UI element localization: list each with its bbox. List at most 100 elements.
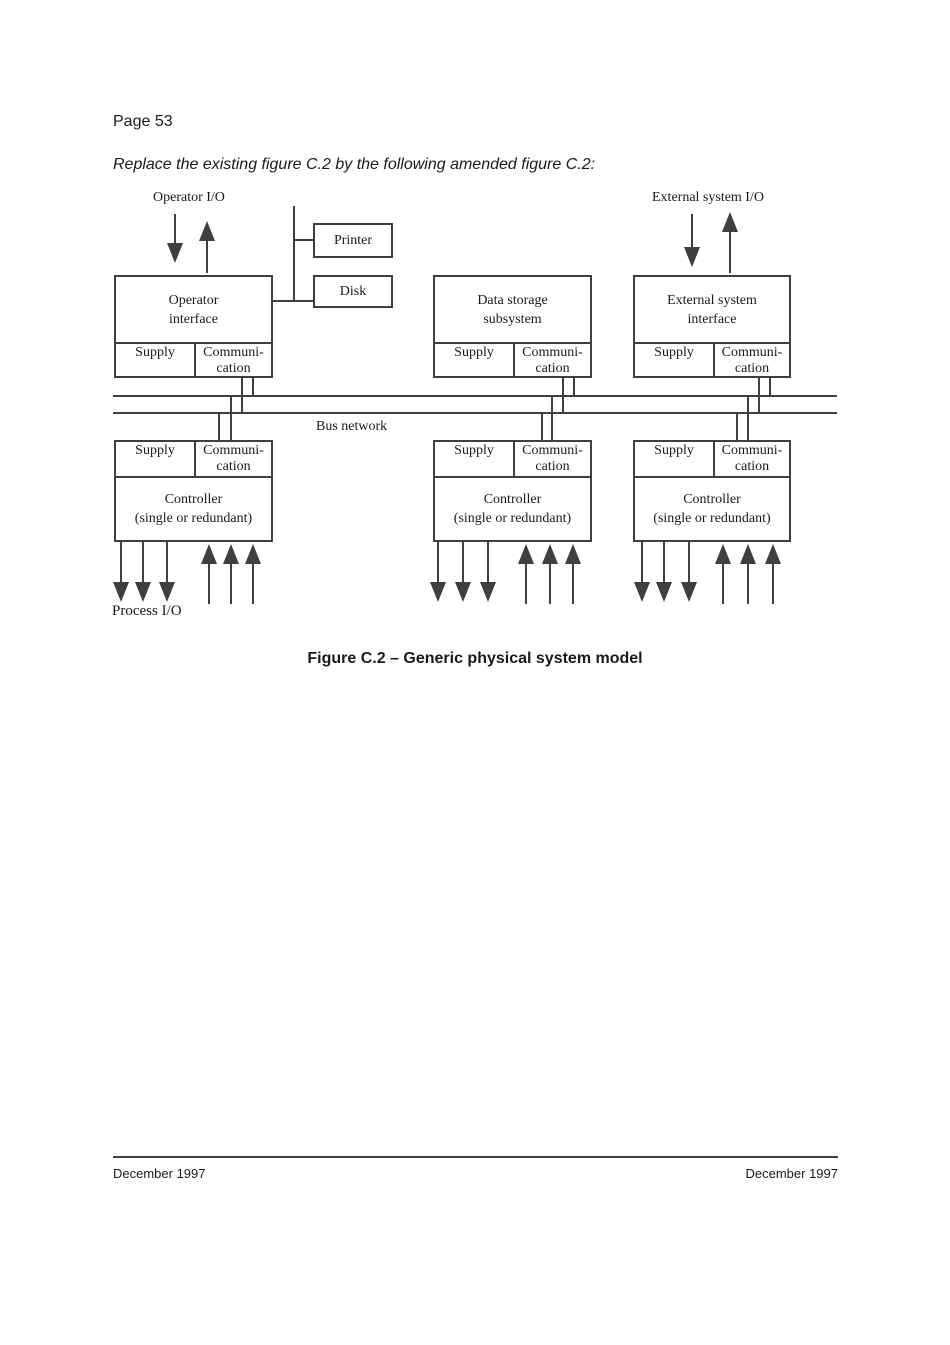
process-input-arrow-icon xyxy=(765,544,781,604)
communication-cell: Communi- cation xyxy=(196,344,271,377)
unit-title-line: Data storage xyxy=(477,292,548,308)
communication-line: cation xyxy=(734,459,770,474)
process-io-label: Process I/O xyxy=(112,603,182,619)
bus-tap xyxy=(562,377,564,413)
communication-line: cation xyxy=(535,361,570,376)
supply-cell: Supply xyxy=(635,344,715,376)
footer-date-left: December 1997 xyxy=(113,1166,206,1181)
bus-tap xyxy=(218,413,220,440)
communication-cell: Communi- cation xyxy=(196,442,271,475)
unit-title-line: (single or redundant) xyxy=(653,511,771,526)
operator-io-down-arrow-icon xyxy=(167,214,183,263)
data-storage-title: Data storage subsystem xyxy=(435,277,590,342)
disk-box: Disk xyxy=(313,275,393,308)
disk-label: Disk xyxy=(339,283,367,299)
communication-line: cation xyxy=(216,361,251,376)
bus-line-1 xyxy=(113,395,837,397)
supply-cell: Supply xyxy=(116,344,196,376)
communication-line: Communi- xyxy=(522,443,583,458)
printer-label: Printer xyxy=(333,232,373,248)
unit-title-line: Controller xyxy=(164,492,223,507)
peripheral-bus-line xyxy=(293,206,295,302)
bus-tap xyxy=(747,396,749,440)
supply-cell: Supply xyxy=(435,344,515,376)
unit-title-line: (single or redundant) xyxy=(134,511,253,526)
unit-subsystem-row: Supply Communi- cation xyxy=(116,342,271,376)
footer-rule xyxy=(113,1156,838,1158)
external-io-label: External system I/O xyxy=(652,190,764,205)
unit-title-line: Controller xyxy=(483,492,542,507)
printer-box: Printer xyxy=(313,223,393,258)
process-input-arrow-icon xyxy=(740,544,756,604)
operator-interface-title: Operator interface xyxy=(116,277,271,342)
communication-cell: Communi- cation xyxy=(715,442,789,475)
process-input-arrow-icon xyxy=(201,544,217,604)
external-interface-box: External system interface Supply Communi… xyxy=(633,275,791,378)
process-input-arrow-icon xyxy=(223,544,239,604)
external-io-up-arrow-icon xyxy=(722,212,738,273)
process-input-arrow-icon xyxy=(245,544,261,604)
controller-box-right: Supply Communi- cation Controller (singl… xyxy=(633,440,791,542)
process-input-arrow-icon xyxy=(565,544,581,604)
figure-caption: Figure C.2 – Generic physical system mod… xyxy=(307,650,643,667)
supply-cell: Supply xyxy=(435,442,515,476)
data-storage-box: Data storage subsystem Supply Communi- c… xyxy=(433,275,592,378)
unit-subsystem-row: Supply Communi- cation xyxy=(635,442,789,478)
controller-box-middle: Supply Communi- cation Controller (singl… xyxy=(433,440,592,542)
unit-title-line: subsystem xyxy=(483,311,542,327)
footer-date-right: December 1997 xyxy=(745,1166,839,1181)
bus-tap xyxy=(541,413,543,440)
bus-tap xyxy=(573,377,575,396)
communication-line: Communi- xyxy=(203,443,264,458)
process-output-arrow-icon xyxy=(455,540,471,602)
instruction-text: Replace the existing figure C.2 by the f… xyxy=(113,156,596,173)
controller-title: Controller (single or redundant) xyxy=(116,478,271,540)
unit-title-line: External system xyxy=(667,292,757,308)
process-output-arrow-icon xyxy=(480,540,496,602)
printer-connector-line xyxy=(294,239,314,241)
communication-line: cation xyxy=(535,459,570,474)
bus-network-label: Bus network xyxy=(316,419,388,434)
communication-line: Communi- xyxy=(522,345,583,360)
unit-subsystem-row: Supply Communi- cation xyxy=(435,342,590,376)
communication-cell: Communi- cation xyxy=(515,344,590,377)
bus-tap xyxy=(758,377,760,413)
page-number: Page 53 xyxy=(113,113,173,130)
controller-title: Controller (single or redundant) xyxy=(635,478,789,540)
unit-title-line: interface xyxy=(169,311,218,327)
bus-line-2 xyxy=(113,412,837,414)
communication-line: cation xyxy=(216,459,251,474)
process-input-arrow-icon xyxy=(542,544,558,604)
supply-cell: Supply xyxy=(116,442,196,476)
process-output-arrow-icon xyxy=(634,540,650,602)
communication-line: cation xyxy=(734,361,770,376)
unit-title-line: Operator xyxy=(168,292,219,308)
process-output-arrow-icon xyxy=(113,540,129,602)
communication-cell: Communi- cation xyxy=(515,442,590,475)
external-io-down-arrow-icon xyxy=(684,214,700,267)
operator-io-up-arrow-icon xyxy=(199,221,215,273)
unit-subsystem-row: Supply Communi- cation xyxy=(635,342,789,376)
unit-subsystem-row: Supply Communi- cation xyxy=(116,442,271,478)
external-interface-title: External system interface xyxy=(635,277,789,342)
bus-tap xyxy=(252,377,254,396)
process-input-arrow-icon xyxy=(715,544,731,604)
bus-tap xyxy=(230,396,232,440)
controller-title: Controller (single or redundant) xyxy=(435,478,590,540)
process-output-arrow-icon xyxy=(656,540,672,602)
process-output-arrow-icon xyxy=(135,540,151,602)
bus-tap xyxy=(241,377,243,413)
supply-cell: Supply xyxy=(635,442,715,476)
communication-line: Communi- xyxy=(203,345,264,360)
unit-title-line: Controller xyxy=(683,492,741,507)
communication-line: Communi- xyxy=(721,443,783,458)
process-output-arrow-icon xyxy=(159,540,175,602)
disk-connector-line xyxy=(272,300,314,302)
communication-cell: Communi- cation xyxy=(715,344,789,377)
controller-box-left: Supply Communi- cation Controller (singl… xyxy=(114,440,273,542)
unit-title-line: (single or redundant) xyxy=(453,511,572,526)
process-output-arrow-icon xyxy=(681,540,697,602)
bus-tap xyxy=(736,413,738,440)
communication-line: Communi- xyxy=(721,345,783,360)
